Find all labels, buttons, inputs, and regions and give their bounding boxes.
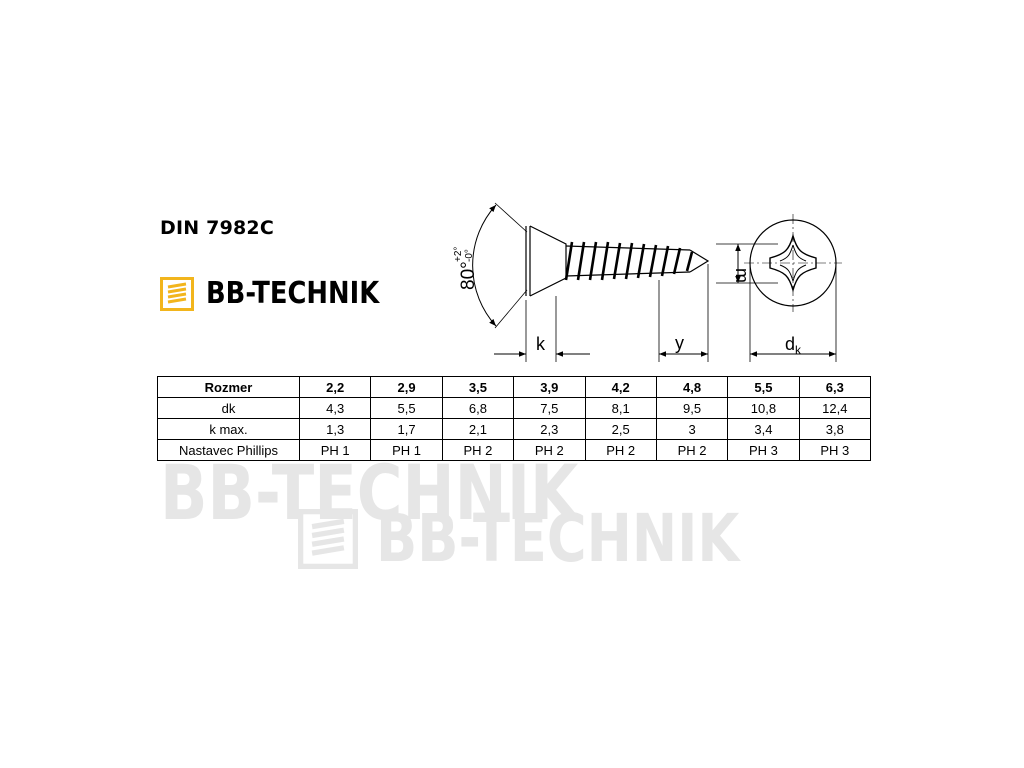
row-label: Rozmer [157, 376, 300, 398]
table-cell: PH 3 [727, 439, 800, 461]
row-label: dk [157, 397, 300, 419]
table-cell: 2,3 [513, 418, 586, 440]
table-cell: PH 2 [513, 439, 586, 461]
table-cell: 9,5 [655, 397, 729, 419]
table-cell: 3,9 [513, 376, 586, 398]
logo-icon [160, 276, 194, 311]
table-cell: 5,5 [370, 397, 443, 419]
dim-m-label: m [732, 268, 752, 283]
table-cell: 8,1 [584, 397, 657, 419]
dim-k-label: k [536, 334, 546, 354]
angle-arc [472, 204, 497, 327]
table-cell: 3,5 [441, 376, 515, 398]
table-cell: 6,3 [798, 376, 872, 398]
table-cell: PH 1 [298, 439, 372, 461]
watermark-top: BB-TECHNIK [160, 448, 670, 537]
table-cell: 4,3 [298, 397, 372, 419]
table-cell: PH 2 [441, 439, 515, 461]
table-cell: 3,4 [727, 418, 800, 440]
table-cell: 3,8 [798, 418, 872, 440]
row-label: k max. [157, 418, 300, 440]
dim-y-label: y [675, 333, 684, 353]
brand-logo: BB-TECHNIK [160, 276, 407, 311]
table-cell: PH 2 [655, 439, 729, 461]
watermark-logo-icon [298, 508, 358, 569]
watermark-text: BB-TECHNIK [376, 500, 740, 577]
brand-name: BB-TECHNIK [206, 276, 380, 311]
table-cell: 6,8 [441, 397, 515, 419]
angle-label: 80° [458, 261, 479, 290]
dim-dk-subscript: k [795, 343, 802, 357]
table-cell: 2,1 [441, 418, 515, 440]
watermark-bottom: BB-TECHNIK [298, 500, 819, 577]
table-cell: 4,8 [655, 376, 729, 398]
table-cell: 2,5 [584, 418, 657, 440]
row-label: Nastavec Phillips [157, 439, 300, 461]
table-cell: 2,9 [370, 376, 443, 398]
table-cell: 4,2 [584, 376, 657, 398]
table-cell: 3 [655, 418, 729, 440]
table-cell: 1,7 [370, 418, 443, 440]
screw-technical-drawing: 80° +2° -0° k y [453, 202, 842, 362]
angle-tol-lower: -0° [464, 249, 475, 262]
table-cell: PH 3 [798, 439, 872, 461]
watermark-text: BB-TECHNIK [160, 448, 579, 537]
screw-head-top-view [744, 214, 842, 312]
table-cell: PH 2 [584, 439, 657, 461]
table-cell: 7,5 [513, 397, 586, 419]
document-title: DIN 7982C [160, 217, 274, 239]
table-cell: 12,4 [798, 397, 872, 419]
table-cell: 1,3 [298, 418, 372, 440]
dim-dk-label: dk [785, 334, 802, 357]
table-cell: PH 1 [370, 439, 443, 461]
table-cell: 10,8 [727, 397, 800, 419]
screw-side-view [525, 225, 710, 297]
table-cell: 5,5 [727, 376, 800, 398]
angle-tol-upper: +2° [453, 247, 464, 262]
table-cell: 2,2 [298, 376, 372, 398]
